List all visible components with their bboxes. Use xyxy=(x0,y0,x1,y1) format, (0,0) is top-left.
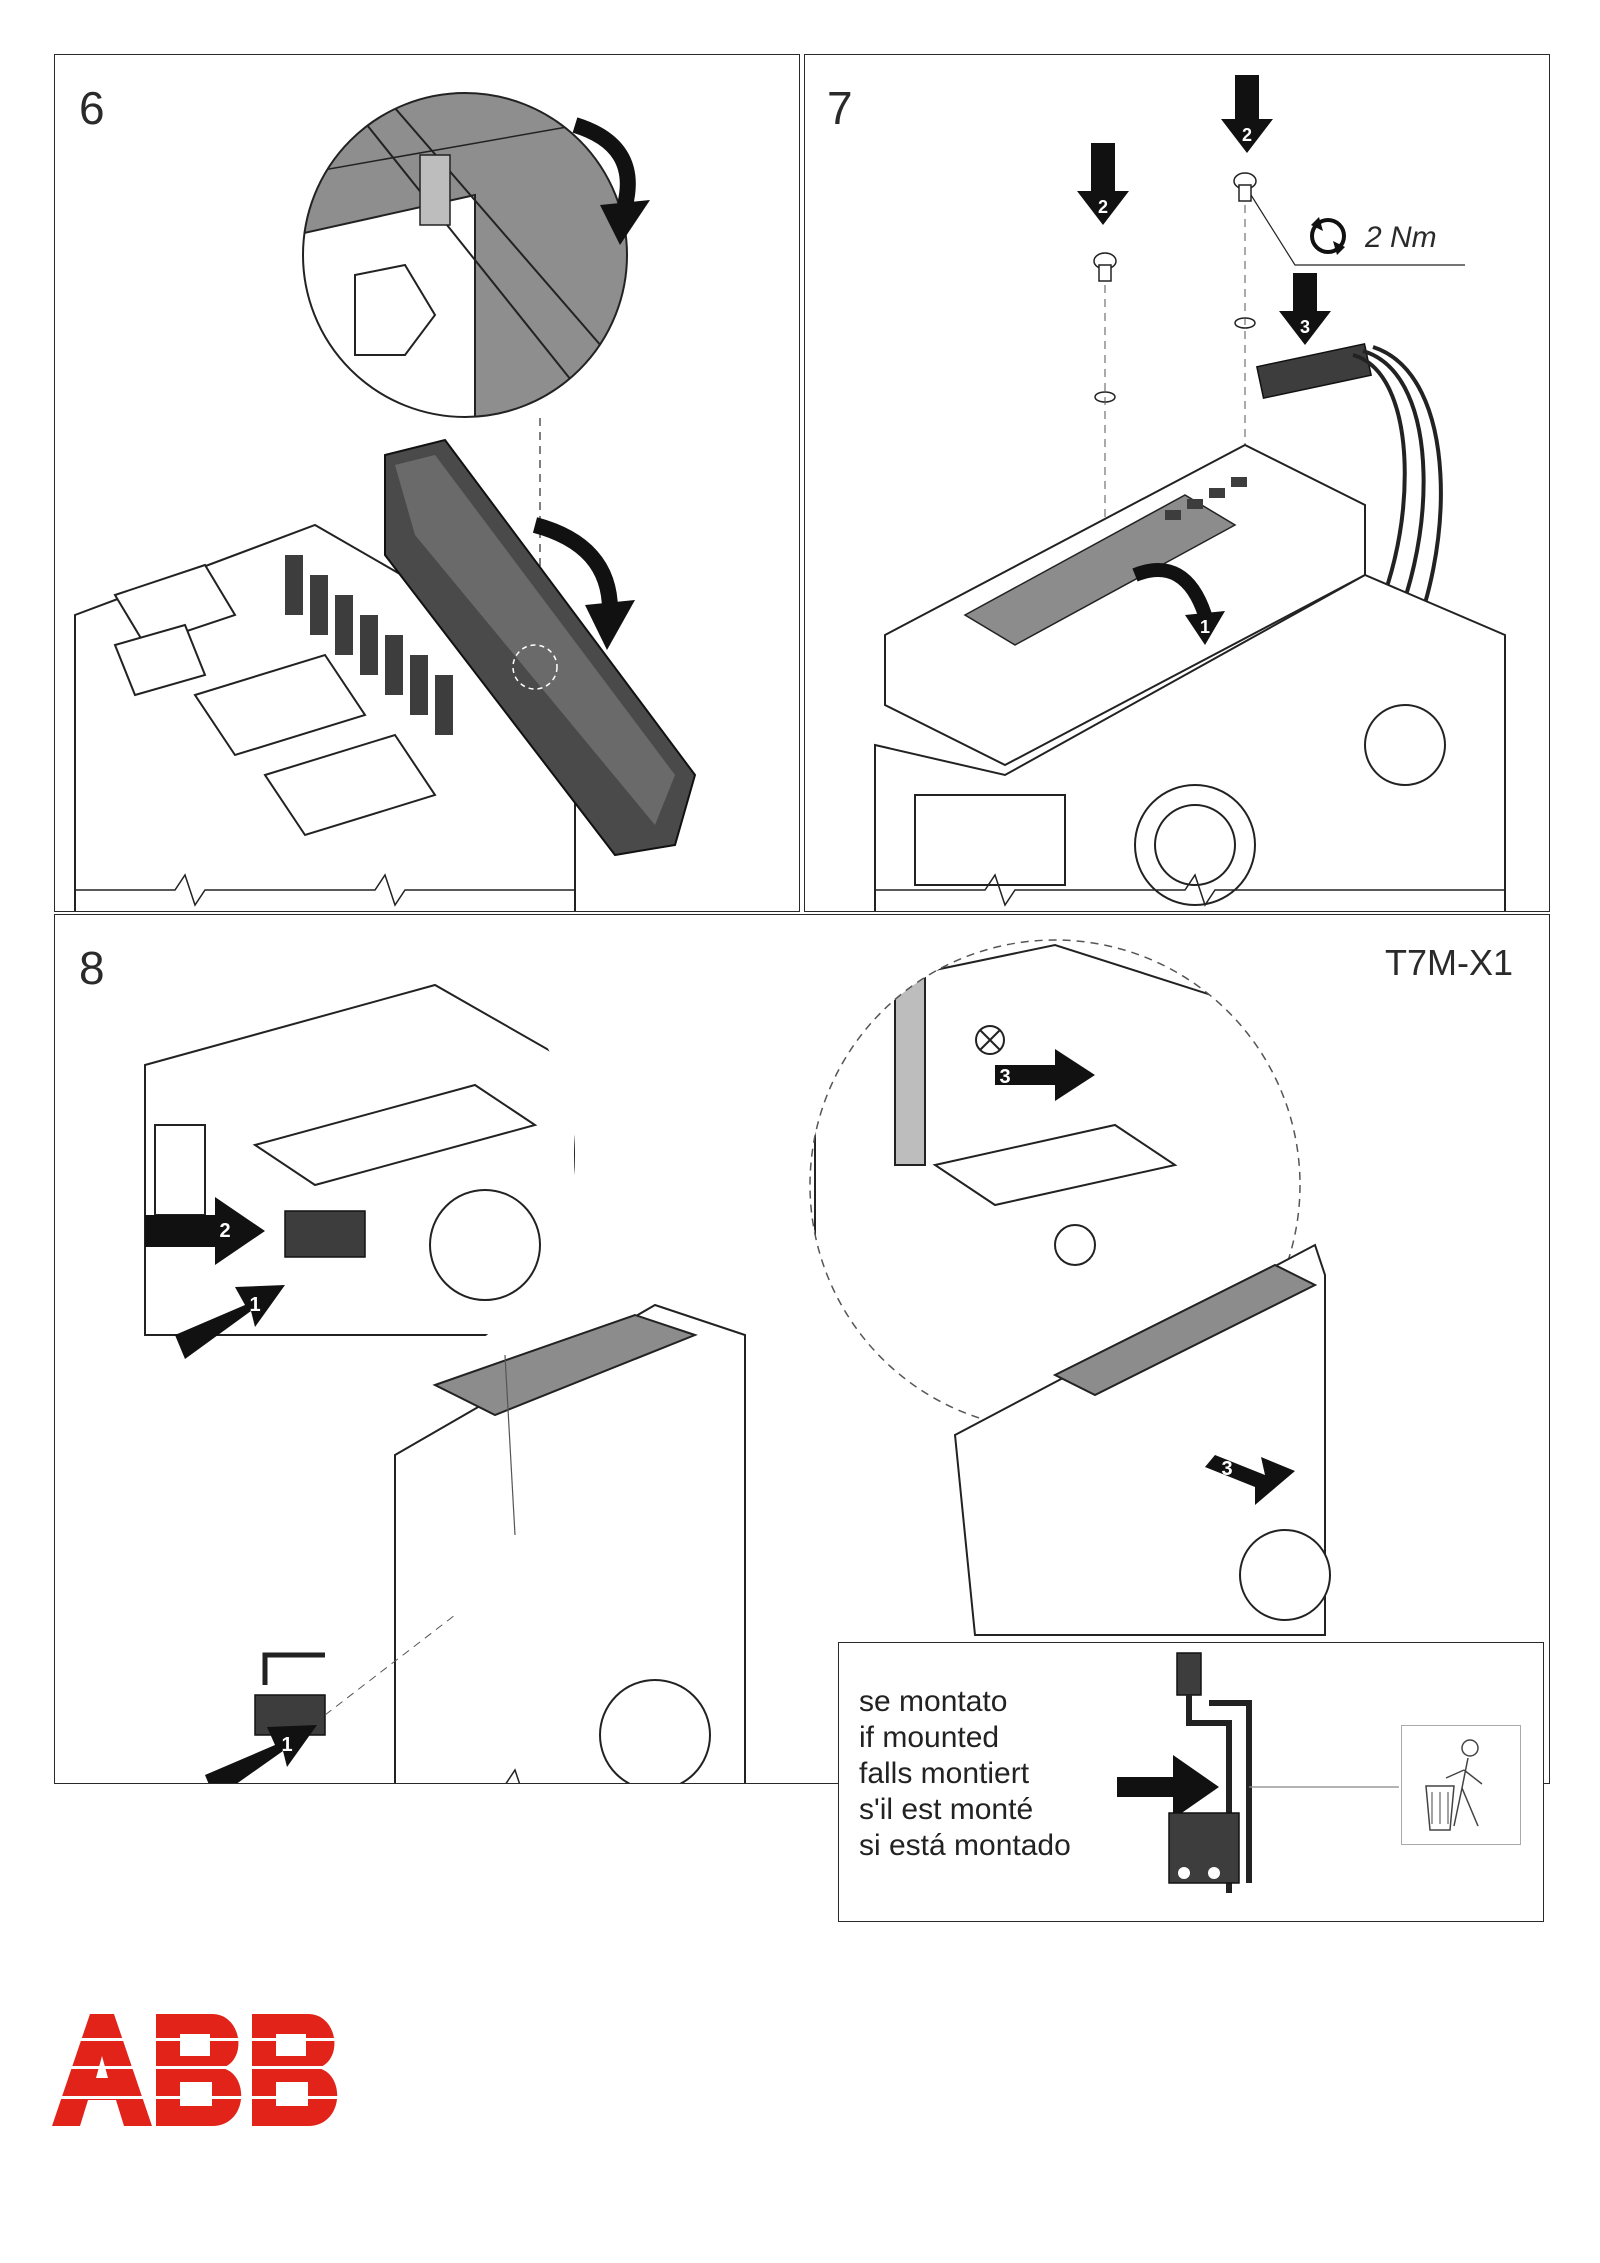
callout-arrow-3-lower: 3 xyxy=(1205,1455,1295,1505)
torque-wrench-icon xyxy=(1310,217,1346,255)
callout-label: 2 xyxy=(1098,197,1108,217)
trash-disposal-icon xyxy=(1425,1739,1483,1831)
note-line-english: if mounted xyxy=(859,1721,1000,1754)
callout-label: 1 xyxy=(281,1734,292,1756)
callout-arrow-1-upper: 1 xyxy=(175,1285,285,1359)
callout-arrow-2-left: 2 xyxy=(1077,143,1129,225)
right-arrow-icon xyxy=(1117,1755,1219,1819)
step-7-illustration: 2 2 3 xyxy=(874,75,1506,911)
callout-label: 2 xyxy=(1242,125,1252,145)
step-8-panel: 8 T7M-X1 2 1 xyxy=(54,914,1550,1784)
disposal-icon-frame xyxy=(1401,1725,1521,1845)
callout-arrow-2: 2 xyxy=(145,1197,265,1265)
callout-label: 1 xyxy=(1200,617,1210,637)
callout-label: 2 xyxy=(219,1220,230,1242)
callout-arrow-2-right: 2 xyxy=(1221,75,1273,153)
abb-logo xyxy=(52,2014,352,2126)
model-designation: T7M-X1 xyxy=(1385,942,1514,983)
callout-label: 3 xyxy=(1221,1458,1232,1480)
callout-label: 3 xyxy=(1300,317,1310,337)
note-line-italian: se montato xyxy=(859,1685,1008,1718)
callout-label: 1 xyxy=(249,1294,260,1316)
callout-arrow-3: 3 xyxy=(1279,273,1331,345)
step-6-panel: 6 xyxy=(54,54,800,912)
note-line-spanish: si está montado xyxy=(859,1829,1071,1862)
note-line-german: falls montiert xyxy=(859,1757,1030,1790)
step-number: 6 xyxy=(79,82,105,134)
if-mounted-box: se montato if mounted falls montiert s'i… xyxy=(838,1642,1544,1922)
callout-arrow-3-upper: 3 xyxy=(995,1049,1095,1101)
step-8-illustration: 2 1 1 3 xyxy=(144,939,1331,1783)
step-6-illustration xyxy=(74,92,697,911)
callout-arrow-1-lower: 1 xyxy=(205,1725,317,1783)
callout-arrow-1: 1 xyxy=(1185,611,1225,645)
cut-wire-icon xyxy=(975,1025,1005,1055)
step-number: 7 xyxy=(827,82,853,134)
note-line-french: s'il est monté xyxy=(859,1793,1034,1826)
step-7-panel: 7 2 Nm 2 2 3 xyxy=(804,54,1550,912)
removed-part-illustration xyxy=(1117,1652,1399,1893)
torque-value: 2 Nm xyxy=(1365,221,1437,254)
step-number: 8 xyxy=(79,942,105,994)
callout-label: 3 xyxy=(999,1066,1010,1088)
